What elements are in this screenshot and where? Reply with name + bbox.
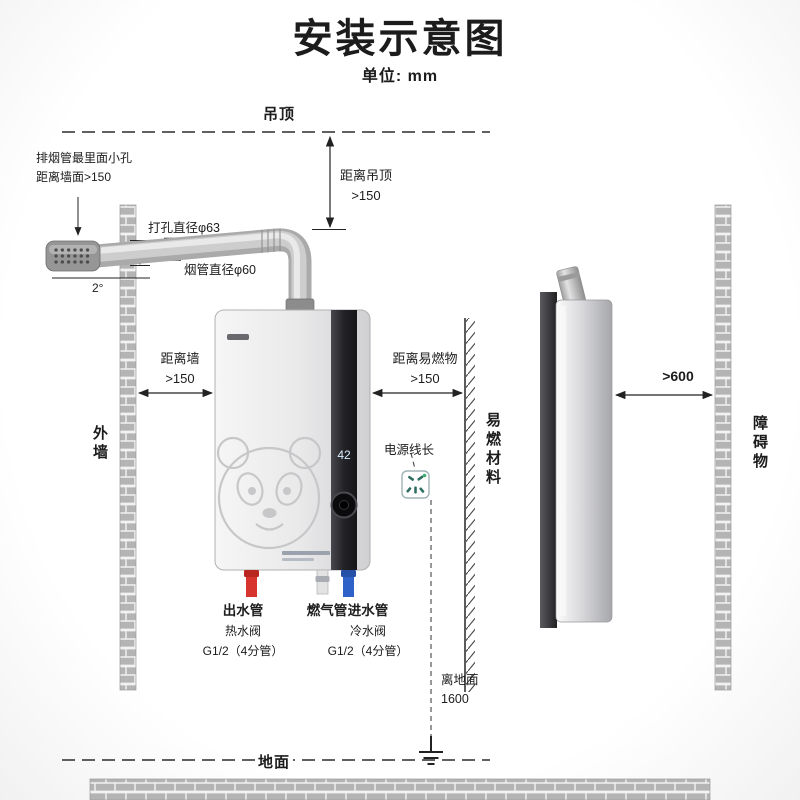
power-outlet-icon: [401, 470, 430, 499]
dim-floor-height: 离地面 1600: [441, 673, 479, 707]
water-heater-front-view: 42: [214, 309, 371, 597]
dim-ceiling-clearance: 距离吊顶 >150: [339, 168, 392, 203]
pipe-label-outlet: 出水管 热水阀 G1/2（4分管）: [202, 603, 284, 658]
dim-flue-diameter: 烟管直径φ60: [184, 263, 257, 277]
dim-wall-clearance: 距离墙 >150: [160, 351, 200, 386]
side-body: [555, 299, 613, 623]
control-strip: [331, 310, 357, 570]
dim-obstacle-clearance: >600: [662, 368, 694, 384]
page-title: 安装示意图: [292, 17, 508, 61]
exhaust-pipe: [45, 228, 315, 312]
label-obstacle: 障碍物: [751, 415, 768, 472]
right-wall: [714, 204, 732, 691]
label-power-cord: 电源线长: [384, 443, 435, 457]
hot-water-pipe-stub: [244, 570, 259, 597]
label-outer-wall: 外墙: [91, 425, 108, 463]
ground-symbol: [419, 736, 443, 765]
side-mounting-plate: [540, 292, 557, 628]
vent-cap: [45, 240, 101, 272]
display-value: 42: [337, 448, 351, 462]
gas-pipe-stub: [315, 569, 330, 595]
pipe-label-inlet: 进水管 冷水阀 G1/2（4分管）: [327, 603, 409, 658]
label-ground: 地面: [255, 751, 294, 772]
label-ceiling: 吊顶: [262, 106, 295, 123]
panda-art: [216, 436, 322, 550]
water-heater-side-view: [540, 266, 613, 628]
pipe-collar: [285, 298, 315, 312]
dim-flammable-clearance: 距离易燃物 >150: [392, 351, 458, 386]
label-flammable-material: 易燃材料: [484, 412, 501, 488]
cold-water-pipe-stub: [341, 570, 356, 597]
pipe-label-gas: 燃气管: [306, 603, 348, 618]
dim-slope-angle: 2°: [92, 281, 104, 295]
power-cord-line: [410, 452, 432, 744]
brand-logo: [227, 334, 249, 340]
model-text-mark: [282, 551, 330, 555]
dim-drill-diameter: 打孔直径φ63: [148, 221, 221, 235]
flammable-boundary-line: [464, 318, 475, 692]
pipe-ribs: [261, 228, 281, 253]
unit-note: 单位: mm: [361, 68, 439, 85]
note-vent-hole: 排烟管最里面小孔 距离墙面>150: [36, 151, 133, 184]
floor-strip: [89, 778, 711, 800]
left-wall: [119, 204, 137, 691]
side-exhaust-stub: [556, 266, 587, 310]
